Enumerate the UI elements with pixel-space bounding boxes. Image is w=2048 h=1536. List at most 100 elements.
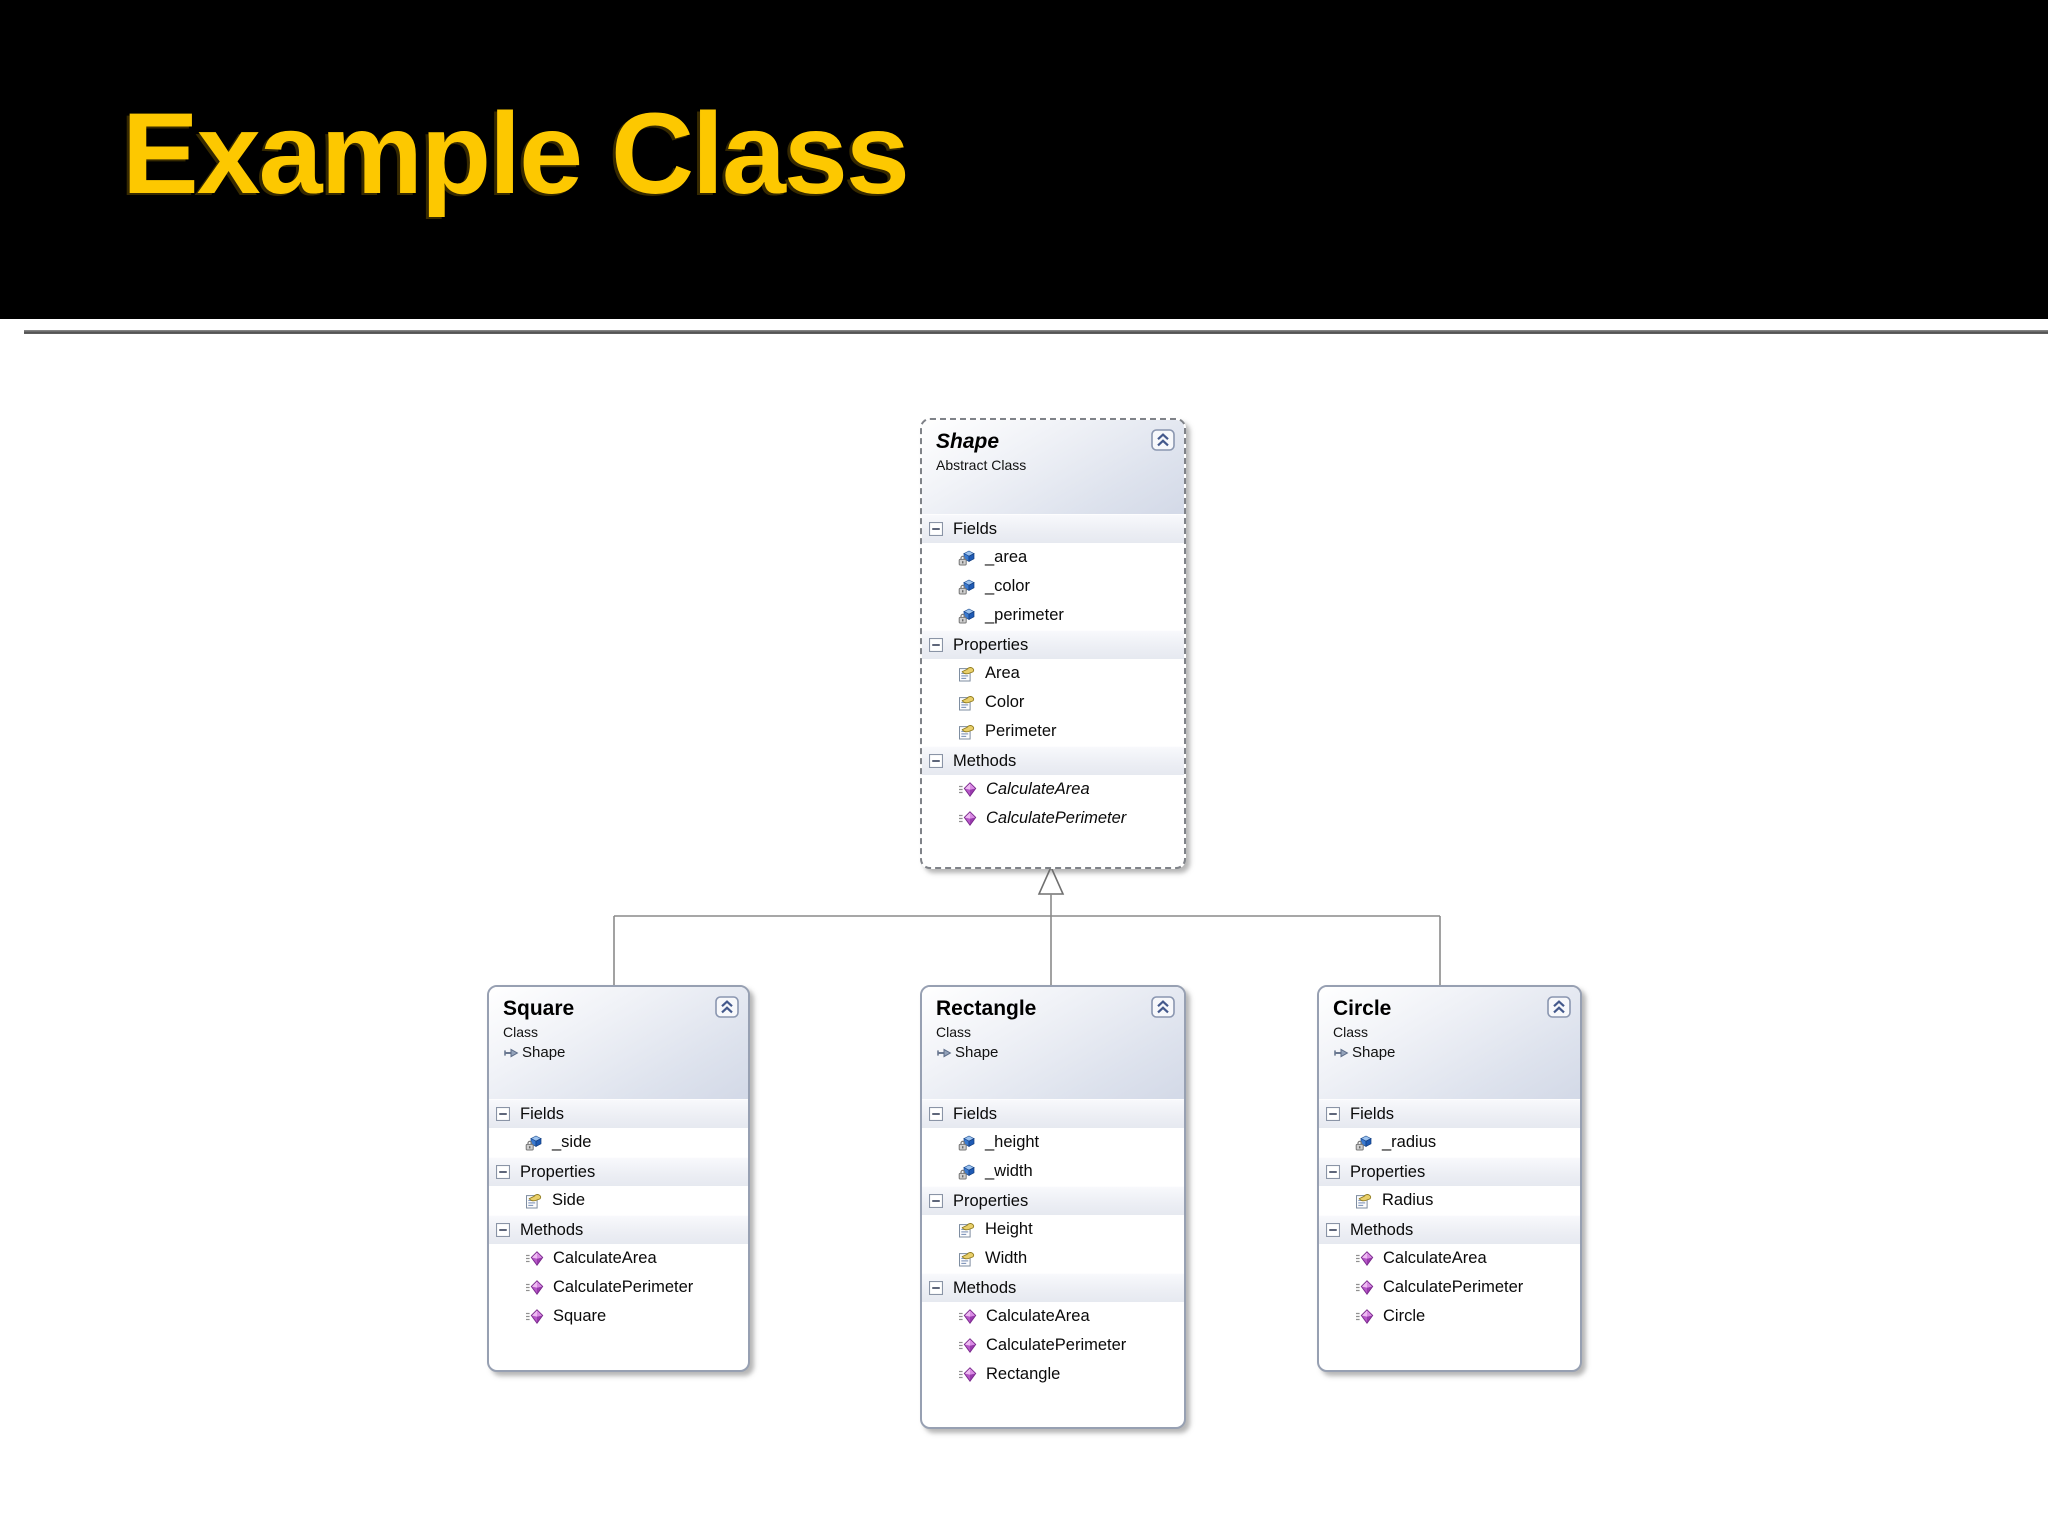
- method-gem-icon: [525, 1279, 544, 1296]
- collapse-chevrons-icon[interactable]: [1151, 429, 1175, 451]
- member-row[interactable]: Side: [489, 1186, 748, 1215]
- member-label: _perimeter: [985, 606, 1064, 624]
- class-kind: Class: [503, 1024, 539, 1040]
- section-header-methods[interactable]: Methods: [922, 1273, 1184, 1302]
- member-label: _area: [985, 548, 1028, 566]
- member-row[interactable]: _height: [922, 1128, 1184, 1157]
- separator-line: [24, 330, 2048, 334]
- section-header-properties[interactable]: Properties: [489, 1157, 748, 1186]
- member-row[interactable]: Circle: [1319, 1302, 1580, 1331]
- member-label: Radius: [1382, 1191, 1434, 1209]
- member-row[interactable]: CalculateArea: [922, 775, 1184, 804]
- member-label: CalculateArea: [986, 780, 1090, 798]
- section-header-methods[interactable]: Methods: [1319, 1215, 1580, 1244]
- inheritance-arrow-icon: [503, 1046, 519, 1060]
- method-gem-icon: [958, 1337, 977, 1354]
- class-sections: Fields _radius Properties Radius Methods…: [1319, 1099, 1580, 1331]
- section-collapse-icon[interactable]: [1326, 1165, 1340, 1179]
- base-class-name: Shape: [1352, 1044, 1396, 1061]
- inheritance-arrow-icon: [1333, 1046, 1349, 1060]
- section-label: Properties: [953, 635, 1029, 654]
- class-header: Rectangle Class Shape: [922, 987, 1184, 1099]
- member-row[interactable]: Color: [922, 688, 1184, 717]
- section-collapse-icon[interactable]: [1326, 1223, 1340, 1237]
- member-row[interactable]: _width: [922, 1157, 1184, 1186]
- collapse-chevrons-icon[interactable]: [1547, 996, 1571, 1018]
- section-header-methods[interactable]: Methods: [922, 746, 1184, 775]
- collapse-chevrons-icon[interactable]: [715, 996, 739, 1018]
- section-label: Methods: [520, 1220, 584, 1239]
- class-kind: Abstract Class: [936, 457, 1027, 473]
- section-collapse-icon[interactable]: [929, 522, 943, 536]
- member-label: Width: [985, 1249, 1028, 1267]
- class-box-shape: Shape Abstract Class Fields _area _color…: [920, 418, 1186, 869]
- base-class-row: Shape: [936, 1044, 1172, 1061]
- section-collapse-icon[interactable]: [929, 754, 943, 768]
- base-class-name: Shape: [522, 1044, 566, 1061]
- member-row[interactable]: _side: [489, 1128, 748, 1157]
- section-collapse-icon[interactable]: [929, 1281, 943, 1295]
- member-label: Perimeter: [985, 722, 1057, 740]
- member-label: Circle: [1383, 1307, 1426, 1325]
- section-header-fields[interactable]: Fields: [489, 1099, 748, 1128]
- member-row[interactable]: CalculateArea: [922, 1302, 1184, 1331]
- section-collapse-icon[interactable]: [496, 1165, 510, 1179]
- member-label: CalculateArea: [1383, 1249, 1487, 1267]
- section-header-fields[interactable]: Fields: [922, 514, 1184, 543]
- member-row[interactable]: Perimeter: [922, 717, 1184, 746]
- member-label: CalculatePerimeter: [986, 1336, 1127, 1354]
- member-row[interactable]: Area: [922, 659, 1184, 688]
- field-cube-lock-icon: [958, 549, 976, 566]
- section-collapse-icon[interactable]: [1326, 1107, 1340, 1121]
- member-row[interactable]: Radius: [1319, 1186, 1580, 1215]
- method-gem-icon: [958, 810, 977, 827]
- section-header-properties[interactable]: Properties: [1319, 1157, 1580, 1186]
- member-label: Square: [553, 1307, 607, 1325]
- section-label: Methods: [953, 1278, 1017, 1297]
- section-collapse-icon[interactable]: [929, 638, 943, 652]
- member-row[interactable]: _area: [922, 543, 1184, 572]
- class-box-circle: Circle Class Shape Fields _radius Proper…: [1317, 985, 1582, 1372]
- collapse-chevrons-icon[interactable]: [1151, 996, 1175, 1018]
- property-hand-document-icon: [958, 723, 976, 740]
- section-header-properties[interactable]: Properties: [922, 1186, 1184, 1215]
- base-class-row: Shape: [503, 1044, 736, 1061]
- member-row[interactable]: Height: [922, 1215, 1184, 1244]
- member-row[interactable]: _color: [922, 572, 1184, 601]
- section-collapse-icon[interactable]: [496, 1223, 510, 1237]
- class-box-rectangle: Rectangle Class Shape Fields _height _wi…: [920, 985, 1186, 1429]
- section-header-methods[interactable]: Methods: [489, 1215, 748, 1244]
- member-label: _color: [985, 577, 1030, 595]
- member-label: CalculateArea: [553, 1249, 657, 1267]
- property-hand-document-icon: [525, 1192, 543, 1209]
- class-name: Circle: [1333, 997, 1392, 1020]
- method-gem-icon: [958, 1366, 977, 1383]
- section-header-fields[interactable]: Fields: [1319, 1099, 1580, 1128]
- member-row[interactable]: _radius: [1319, 1128, 1580, 1157]
- member-row[interactable]: CalculateArea: [489, 1244, 748, 1273]
- section-header-fields[interactable]: Fields: [922, 1099, 1184, 1128]
- member-row[interactable]: CalculateArea: [1319, 1244, 1580, 1273]
- class-box-square: Square Class Shape Fields _side Properti…: [487, 985, 750, 1372]
- section-header-properties[interactable]: Properties: [922, 630, 1184, 659]
- class-sections: Fields _side Properties Side Methods Cal…: [489, 1099, 748, 1331]
- class-header: Square Class Shape: [489, 987, 748, 1099]
- section-collapse-icon[interactable]: [929, 1194, 943, 1208]
- class-name: Shape: [936, 430, 1000, 453]
- section-label: Fields: [1350, 1104, 1395, 1123]
- member-row[interactable]: CalculatePerimeter: [1319, 1273, 1580, 1302]
- member-label: Side: [552, 1191, 586, 1209]
- inheritance-arrow-icon: [936, 1046, 952, 1060]
- member-row[interactable]: CalculatePerimeter: [922, 804, 1184, 833]
- section-collapse-icon[interactable]: [496, 1107, 510, 1121]
- section-collapse-icon[interactable]: [929, 1107, 943, 1121]
- member-row[interactable]: CalculatePerimeter: [489, 1273, 748, 1302]
- section-label: Methods: [1350, 1220, 1414, 1239]
- section-label: Methods: [953, 751, 1017, 770]
- member-row[interactable]: Rectangle: [922, 1360, 1184, 1389]
- member-row[interactable]: CalculatePerimeter: [922, 1331, 1184, 1360]
- method-gem-icon: [1355, 1279, 1374, 1296]
- member-row[interactable]: Width: [922, 1244, 1184, 1273]
- member-row[interactable]: Square: [489, 1302, 748, 1331]
- member-row[interactable]: _perimeter: [922, 601, 1184, 630]
